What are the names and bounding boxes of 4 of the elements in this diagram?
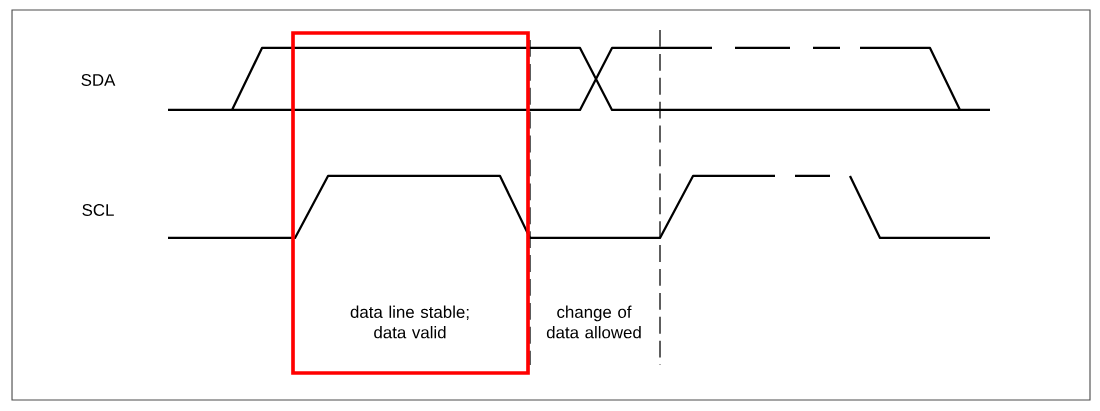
signal-label: SDA <box>80 74 116 86</box>
highlight-box: data line stable; data valid <box>291 31 530 375</box>
annotation-text: change of data allowed <box>544 305 644 339</box>
signal-label: SCL <box>81 204 115 216</box>
